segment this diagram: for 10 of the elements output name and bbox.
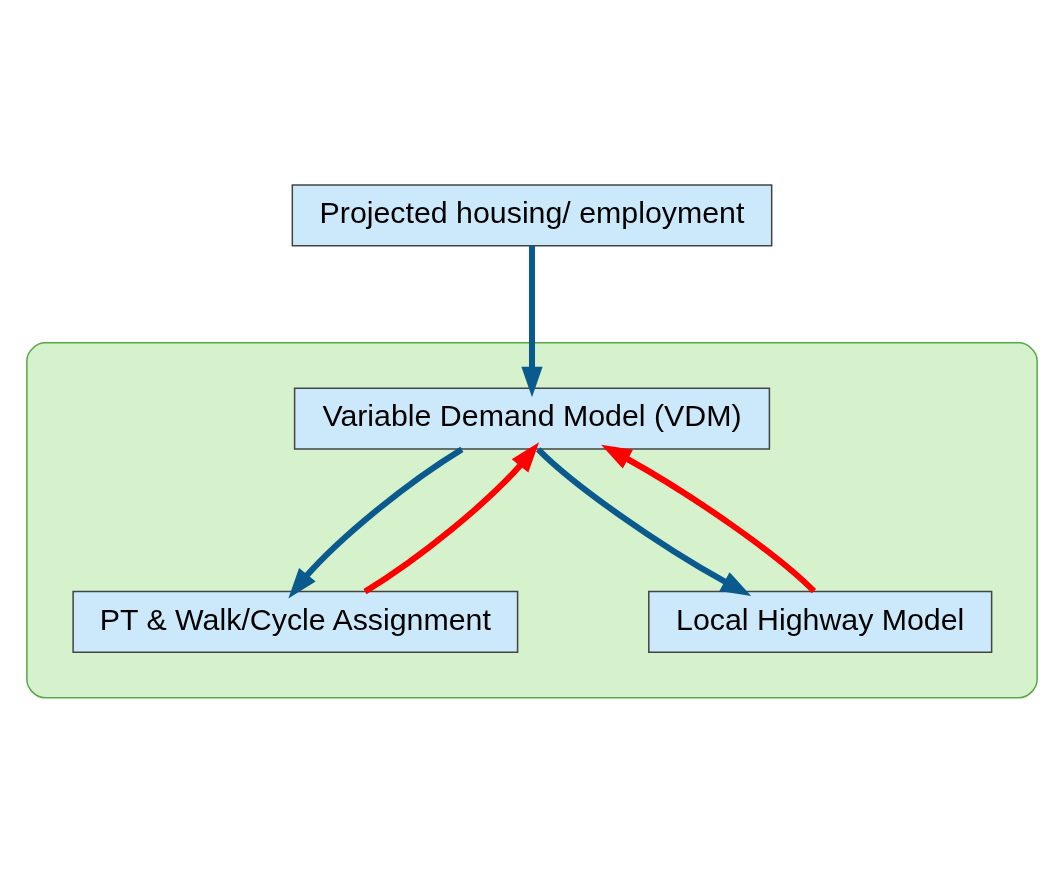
cluster [26, 341, 1038, 699]
node-box: Projected housing/ employment [291, 183, 773, 246]
arrow [521, 245, 543, 397]
arrow [536, 446, 752, 596]
arrow [363, 441, 540, 594]
node-box: PT & Walk/Cycle Assignment [72, 590, 519, 653]
node-box: Local Highway Model [648, 590, 993, 653]
node-box: Variable Demand Model (VDM) [293, 387, 771, 450]
arrow [601, 444, 817, 593]
arrow [288, 446, 464, 598]
